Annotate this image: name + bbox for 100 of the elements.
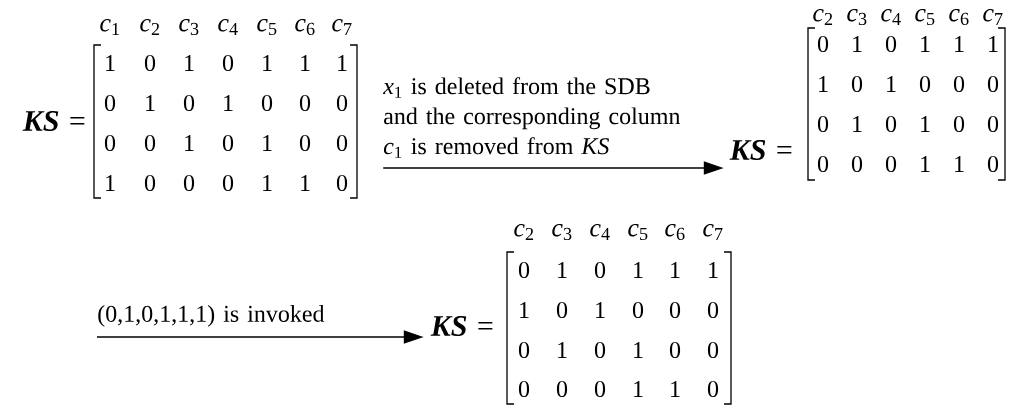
matrix-entry: 0 [707, 301, 719, 319]
matrix-entry: 1 [634, 381, 643, 397]
matrix-entry: 0 [987, 115, 999, 133]
column-label: c$_{7}$ [332, 19, 352, 35]
matrix-entry: 0 [669, 301, 681, 319]
edge-label: (0,1,0,1,1,1) is invoked [98, 305, 325, 327]
matrix-entry: 1 [887, 76, 896, 92]
matrix-entry: 1 [301, 175, 310, 191]
matrix-entry: 1 [106, 55, 115, 71]
matrix-entry: 0 [987, 155, 999, 173]
matrix-entry: 0 [222, 54, 234, 72]
matrix-entry: 0 [953, 75, 965, 93]
column-label: c$_{6}$ [949, 8, 969, 26]
matrix-entry: 0 [556, 380, 568, 398]
matrix-entry: 0 [104, 94, 116, 112]
matrix-entry: 1 [263, 175, 272, 191]
matrix-entry: 0 [851, 75, 863, 93]
matrix-entry: 0 [707, 380, 719, 398]
matrix-entry: 0 [299, 134, 311, 152]
matrix-entry: 0 [817, 35, 829, 53]
matrix-entry: 1 [989, 36, 998, 52]
matrix-entry: 0 [222, 134, 234, 152]
matrix-entry: 1 [338, 55, 347, 71]
matrix-entry: 0 [518, 341, 530, 359]
column-label: c$_{4}$ [218, 19, 238, 35]
matrix-entry: 1 [819, 76, 828, 92]
matrix-name: KS = [430, 315, 493, 337]
matrix-entry: 1 [921, 116, 930, 132]
matrix-entry: 1 [263, 135, 272, 151]
matrix-entry: 1 [921, 156, 930, 172]
matrix-entry: 0 [336, 94, 348, 112]
matrix-entry: 0 [953, 115, 965, 133]
column-label: c$_{3}$ [552, 223, 572, 241]
matrix-entry: 1 [634, 262, 643, 278]
matrix-entry: 0 [707, 341, 719, 359]
matrix-entry: 0 [261, 94, 273, 112]
matrix-entry: 1 [263, 55, 272, 71]
matrix-name: KS = [729, 139, 792, 161]
column-label: c$_{5}$ [915, 8, 935, 26]
matrix-entry: 1 [596, 302, 605, 318]
matrix-entry: 0 [518, 261, 530, 279]
column-label: c$_{3}$ [179, 18, 199, 36]
matrix-entry: 1 [634, 342, 643, 358]
column-label: c$_{2}$ [813, 9, 833, 25]
matrix-entry: 0 [594, 261, 606, 279]
matrix-entry: 1 [853, 36, 862, 52]
matrix-entry: 0 [851, 155, 863, 173]
matrix-entry: 0 [222, 174, 234, 192]
matrix-entry: 0 [817, 115, 829, 133]
column-label: c$_{5}$ [628, 223, 648, 241]
matrix-entry: 0 [518, 380, 530, 398]
matrix-entry: 0 [594, 380, 606, 398]
column-label: c$_{2}$ [514, 224, 534, 240]
matrix-entry: 1 [106, 175, 115, 191]
matrix-entry: 0 [919, 75, 931, 93]
matrix-entry: 1 [558, 262, 567, 278]
matrix-entry: 1 [301, 55, 310, 71]
matrix-entry: 0 [144, 134, 156, 152]
matrix-entry: 1 [955, 36, 964, 52]
matrix-entry: 0 [183, 94, 195, 112]
matrix-entry: 0 [817, 155, 829, 173]
column-label: c$_{7}$ [983, 9, 1003, 25]
column-label: c$_{7}$ [703, 224, 723, 240]
matrix-entry: 1 [921, 36, 930, 52]
matrix-entry: 1 [671, 381, 680, 397]
matrix-entry: 0 [987, 75, 999, 93]
matrix-entry: 0 [632, 301, 644, 319]
matrix-entry: 1 [185, 55, 194, 71]
matrix-entry: 0 [183, 174, 195, 192]
matrix-entry: 1 [709, 262, 718, 278]
matrix-entry: 0 [299, 94, 311, 112]
matrix-entry: 0 [885, 35, 897, 53]
column-label: c$_{6}$ [295, 18, 315, 36]
matrix-entry: 1 [520, 302, 529, 318]
matrix-name: KS = [22, 110, 85, 132]
column-label: c$_{4}$ [590, 224, 610, 240]
matrix-entry: 0 [144, 54, 156, 72]
matrix-entry: 1 [185, 135, 194, 151]
matrix-entry: 0 [144, 174, 156, 192]
edge-label: x$_{1}$ is deleted from the SDB and the corresponding column c$_{1}$ is removed from KS [382, 77, 681, 158]
matrix-entry: 0 [594, 341, 606, 359]
matrix-entry: 1 [955, 156, 964, 172]
matrix-entry: 0 [336, 174, 348, 192]
matrix-entry: 0 [104, 134, 116, 152]
column-label: c$_{1}$ [100, 19, 119, 35]
matrix-entry: 1 [558, 342, 567, 358]
matrix-entry: 0 [556, 301, 568, 319]
matrix-entry: 1 [671, 262, 680, 278]
column-label: c$_{2}$ [140, 19, 160, 35]
matrix-entry: 0 [336, 134, 348, 152]
matrix-entry: 1 [853, 116, 862, 132]
matrix-entry: 1 [224, 95, 233, 111]
matrix-entry: 1 [146, 95, 155, 111]
column-label: c$_{4}$ [881, 9, 901, 25]
column-label: c$_{6}$ [665, 223, 685, 241]
matrix-entry: 0 [669, 341, 681, 359]
matrix-entry: 0 [885, 115, 897, 133]
column-label: c$_{3}$ [847, 8, 867, 26]
column-label: c$_{5}$ [257, 18, 277, 36]
matrix-entry: 0 [885, 155, 897, 173]
